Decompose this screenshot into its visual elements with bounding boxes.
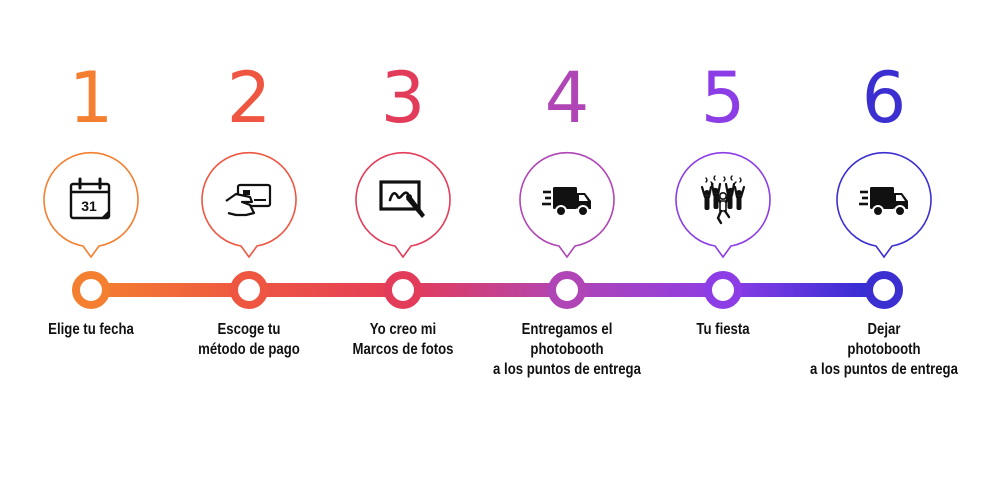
step-label-line: Marcos de fotos bbox=[352, 341, 454, 358]
step-label: Tu fiesta bbox=[638, 320, 808, 340]
icon-pin bbox=[518, 151, 616, 263]
step-label: Dejar photobooth a los puntos de entrega bbox=[799, 320, 969, 380]
step-number: 1 bbox=[68, 57, 114, 139]
step-label-line: Elige tu fecha bbox=[48, 321, 134, 338]
step-number: 4 bbox=[544, 57, 590, 139]
timeline-line bbox=[90, 283, 886, 297]
step-label-line: Entregamos el bbox=[521, 321, 613, 338]
icon-pin: 31 bbox=[42, 151, 140, 263]
step-label-line: Tu fiesta bbox=[696, 321, 750, 338]
icon-pin bbox=[200, 151, 298, 263]
delivery-truck-icon bbox=[542, 175, 592, 225]
delivery-truck-icon bbox=[859, 175, 909, 225]
icon-pin bbox=[354, 151, 452, 263]
timeline-dot bbox=[548, 271, 586, 309]
step-label: Yo creo mi Marcos de fotos bbox=[318, 320, 488, 360]
step-label-line: a los puntos de entrega bbox=[493, 361, 641, 378]
step-label-line: Escoge tu bbox=[217, 321, 281, 338]
calendar-icon: 31 bbox=[66, 175, 116, 225]
timeline-dot bbox=[384, 271, 422, 309]
step-number: 3 bbox=[380, 57, 426, 139]
step-label: Elige tu fecha bbox=[6, 320, 176, 340]
timeline-dot bbox=[865, 271, 903, 309]
step-label: Escoge tu método de pago bbox=[164, 320, 334, 360]
step-number: 6 bbox=[861, 57, 907, 139]
icon-pin bbox=[674, 151, 772, 263]
step-number: 5 bbox=[700, 57, 746, 139]
timeline-dot bbox=[704, 271, 742, 309]
credit-card-hand-icon bbox=[224, 175, 274, 225]
step-label-line: photobooth bbox=[530, 341, 604, 358]
step-label-line: a los puntos de entrega bbox=[810, 361, 958, 378]
party-crowd-icon bbox=[698, 175, 748, 225]
step-label-line: método de pago bbox=[198, 341, 300, 358]
timeline-dot bbox=[72, 271, 110, 309]
step-label-line: Yo creo mi bbox=[369, 321, 437, 338]
icon-pin bbox=[835, 151, 933, 263]
step-label-line: Dejar bbox=[867, 321, 901, 338]
step-label: Entregamos el photobooth a los puntos de… bbox=[482, 320, 652, 380]
step-label-line: photobooth bbox=[847, 341, 921, 358]
timeline-dot bbox=[230, 271, 268, 309]
calendar-day: 31 bbox=[81, 198, 97, 214]
step-number: 2 bbox=[226, 57, 272, 139]
picture-frame-brush-icon bbox=[378, 175, 428, 225]
